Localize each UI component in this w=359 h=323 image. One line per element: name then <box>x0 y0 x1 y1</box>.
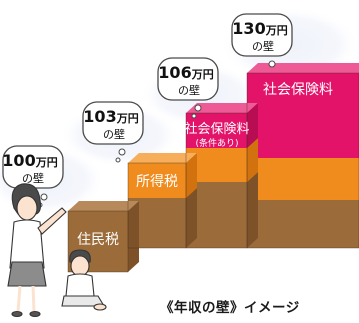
column-103 <box>128 153 197 248</box>
block-outlines <box>67 72 359 273</box>
label-social-insurance: 社会保険料 <box>263 82 333 98</box>
bubble-130-unit: 万円 <box>265 24 288 37</box>
bubble-106-sub: の壁 <box>178 83 200 97</box>
bubble-106-unit: 万円 <box>191 68 214 81</box>
label-conditional-note: (条件あり) <box>195 137 238 149</box>
bubble-100-amount: 100 <box>2 151 35 170</box>
child-kneeling-figure <box>61 249 107 311</box>
column-130 <box>247 63 359 248</box>
bubble-100-unit: 万円 <box>35 156 58 169</box>
bubble-130-sub: の壁 <box>252 39 274 53</box>
bubble-100-sub: の壁 <box>22 171 44 185</box>
bubble-106-amount: 106 <box>158 63 191 82</box>
bubble-106: 106万円 の壁 <box>157 57 219 119</box>
svg-text:130万円: 130万円 <box>232 19 287 38</box>
woman-pointing-figure <box>7 183 67 318</box>
bubble-103-unit: 万円 <box>116 112 139 125</box>
svg-text:106万円: 106万円 <box>158 63 213 82</box>
diagram-caption: 《年収の壁》イメージ <box>160 300 300 316</box>
bubble-103-sub: の壁 <box>103 127 125 141</box>
column-106 <box>186 103 258 248</box>
bubble-100: 100万円 の壁 <box>2 145 64 208</box>
svg-text:103万円: 103万円 <box>83 107 138 126</box>
bubble-103: 103万円 の壁 <box>82 101 144 163</box>
svg-text:100万円: 100万円 <box>2 151 57 170</box>
bubble-130-amount: 130 <box>232 19 265 38</box>
bubble-103-amount: 103 <box>83 107 116 126</box>
label-resident-tax: 住民税 <box>77 232 119 248</box>
label-social-insurance-conditional: 社会保険料 <box>184 121 249 137</box>
bubble-130: 130万円 の壁 <box>231 13 293 68</box>
label-income-tax: 所得税 <box>136 173 178 190</box>
